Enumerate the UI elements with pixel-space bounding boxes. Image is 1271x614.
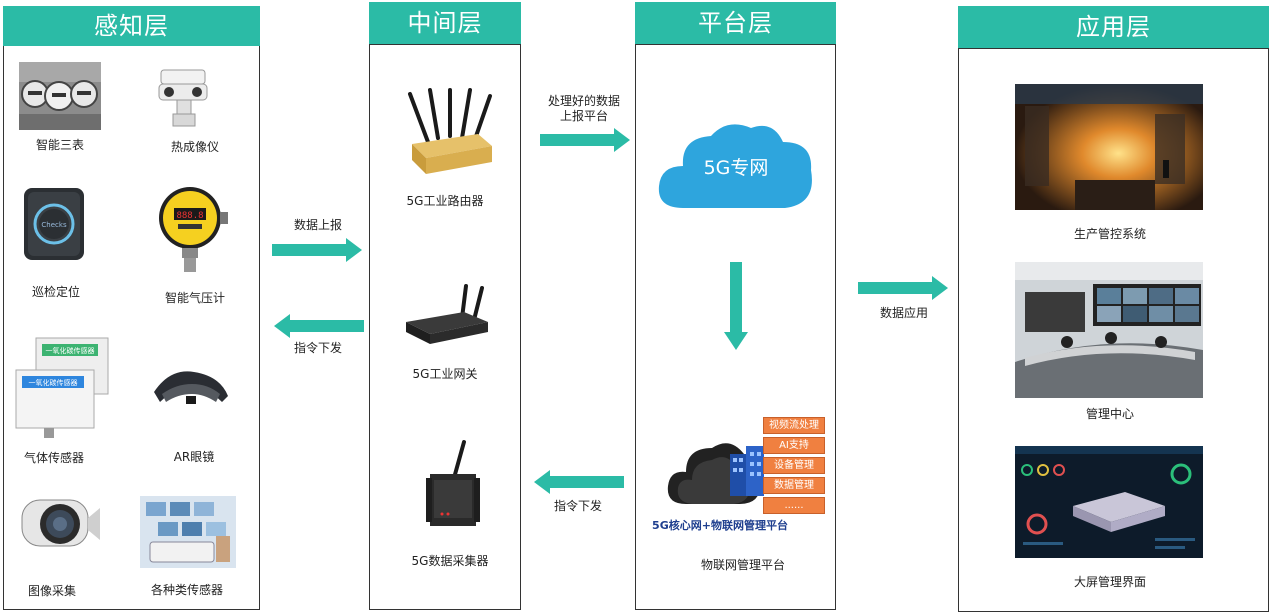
5g-cloud-image: [653, 116, 819, 218]
arrow-processed-label-2: 上报平台: [559, 109, 608, 123]
platform-caption: 物联网管理平台: [700, 558, 785, 572]
arrow-command-left: [272, 314, 364, 338]
platform-header: 平台层: [635, 2, 836, 44]
arrow-processed: [540, 128, 632, 152]
smart-meters-label: 智能三表: [35, 138, 84, 152]
smart-meters-image: [19, 62, 101, 130]
smart-barometer-image: 888.8: [156, 184, 230, 274]
gas-sensor-label: 气体传感器: [23, 451, 84, 465]
middle-header: 中间层: [369, 2, 521, 44]
arrow-command-left-label: 指令下发: [293, 341, 342, 355]
platform-title: 平台层: [698, 9, 773, 37]
router-image: [400, 88, 496, 180]
ar-glasses-image: [150, 362, 232, 416]
perception-title: 感知层: [94, 12, 169, 40]
thermal-imager-image: [155, 66, 215, 132]
platform-banner: 5G核心网+物联网管理平台: [652, 519, 788, 532]
smart-barometer-label: 智能气压计: [164, 291, 225, 305]
production-label: 生产管控系统: [1073, 227, 1146, 241]
stack-item-ai: AI支持: [763, 437, 825, 454]
collector-label: 5G数据采集器: [411, 554, 489, 568]
router-label: 5G工业路由器: [406, 194, 484, 208]
arrow-processed-label-1: 处理好的数据: [547, 94, 620, 108]
gateway-image: [402, 282, 492, 348]
bigscreen-image: [1015, 446, 1203, 558]
stack-item-data: 数据管理: [763, 477, 825, 494]
arrow-data-report: [272, 238, 364, 262]
image-capture-label: 图像采集: [27, 584, 76, 598]
production-image: [1015, 84, 1203, 210]
stack-item-more: ......: [763, 497, 825, 514]
gas-sensor-image: 一氧化碳传感器 一氧化碳传感器: [14, 336, 112, 440]
svg-text:888.8: 888.8: [176, 211, 203, 221]
various-sensors-label: 各种类传感器: [150, 583, 223, 597]
arrow-command-mid-label: 指令下发: [553, 499, 602, 513]
arrow-data-report-label: 数据上报: [293, 218, 342, 232]
middle-title: 中间层: [407, 9, 483, 37]
various-sensors-image: [140, 496, 236, 568]
svg-text:一氧化碳传感器: 一氧化碳传感器: [46, 346, 95, 355]
application-title: 应用层: [1076, 13, 1151, 41]
thermal-imager-label: 热成像仪: [170, 140, 219, 154]
stack-item-video: 视频流处理: [763, 417, 825, 434]
arrow-data-apply: [858, 276, 950, 300]
iot-platform-buildings-icon: [728, 444, 768, 498]
svg-text:Checks: Checks: [41, 221, 67, 229]
platform-stack: 视频流处理 AI支持 设备管理 数据管理 ......: [763, 417, 825, 514]
management-image: [1015, 262, 1203, 398]
perception-header: 感知层: [3, 6, 260, 46]
bigscreen-label: 大屏管理界面: [1073, 575, 1146, 589]
management-label: 管理中心: [1085, 407, 1134, 421]
gateway-label: 5G工业网关: [412, 367, 478, 381]
stack-item-device: 设备管理: [763, 457, 825, 474]
collector-image: [420, 438, 486, 530]
arrow-cloud-down: [724, 262, 748, 352]
application-header: 应用层: [958, 6, 1269, 48]
ar-glasses-label: AR眼镜: [173, 450, 215, 464]
patrol-locator-label: 巡检定位: [31, 285, 80, 299]
patrol-locator-image: Checks: [22, 186, 86, 262]
svg-text:一氧化碳传感器: 一氧化碳传感器: [29, 378, 78, 387]
image-capture-image: [16, 490, 102, 564]
arrow-command-mid: [532, 470, 624, 494]
5g-cloud-label: 5G专网: [703, 157, 769, 179]
arrow-data-apply-label: 数据应用: [879, 306, 928, 320]
